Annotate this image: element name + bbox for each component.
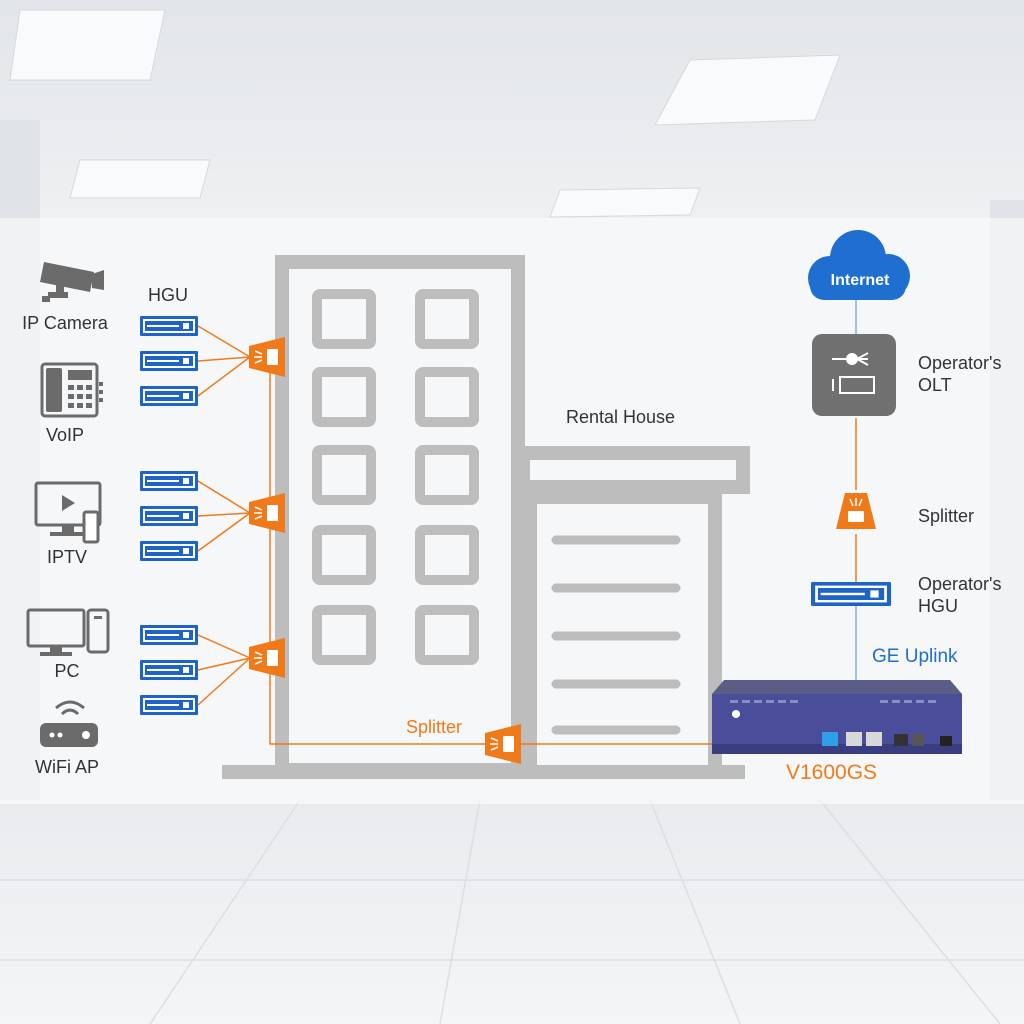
iptv-label: IPTV: [46, 547, 88, 567]
hgu-device-icon: [140, 351, 198, 371]
camera-icon: [40, 262, 104, 302]
hgu-label: HGU: [148, 285, 188, 305]
floor: [0, 800, 1024, 1024]
building-windows: [312, 289, 479, 665]
ge-uplink-label: GE Uplink: [872, 646, 958, 667]
operator-olt-label-line2: OLT: [918, 375, 952, 395]
hgu-device-icon: [140, 695, 198, 715]
hgu-device-icon: [140, 660, 198, 680]
hgu-device-icon: [140, 625, 198, 645]
wifi-router-icon: [40, 700, 98, 747]
hgu-device-icon: [140, 386, 198, 406]
tv-icon: [34, 481, 102, 544]
hgu-device-icon: [140, 316, 198, 336]
operator-hgu-label-line2: HGU: [918, 596, 958, 616]
operator-hgu-label-line1: Operator's: [918, 574, 1002, 594]
pc-label: PC: [54, 661, 80, 681]
voip-label: VoIP: [45, 425, 85, 445]
splitter-label-bottom: Splitter: [406, 717, 463, 737]
olt-icon: [832, 352, 875, 394]
wifi-ap-label: WiFi AP: [34, 757, 100, 777]
hgu-device-icon: [140, 506, 198, 526]
hgu-device-icon: [140, 541, 198, 561]
operator-hgu-icon: [811, 582, 892, 606]
ip-camera-label: IP Camera: [22, 313, 108, 333]
phone-icon: [40, 362, 103, 418]
rental-house-stripes: [551, 535, 681, 735]
floor-lines: [0, 799, 1024, 1024]
ceiling-lights: [9, 9, 841, 218]
internet-label: Internet: [831, 272, 890, 289]
product-label: V1600GS: [786, 761, 878, 784]
pc-icon: [26, 608, 110, 656]
cloud-icon: [808, 230, 910, 300]
operator-olt-label-line1: Operator's: [918, 353, 1002, 373]
splitter-label-right: Splitter: [918, 506, 975, 526]
v1600gs-device: [712, 680, 962, 754]
olt-box: [812, 334, 896, 416]
rental-house-label: Rental House: [566, 407, 676, 427]
hgu-device-icon: [140, 471, 198, 491]
